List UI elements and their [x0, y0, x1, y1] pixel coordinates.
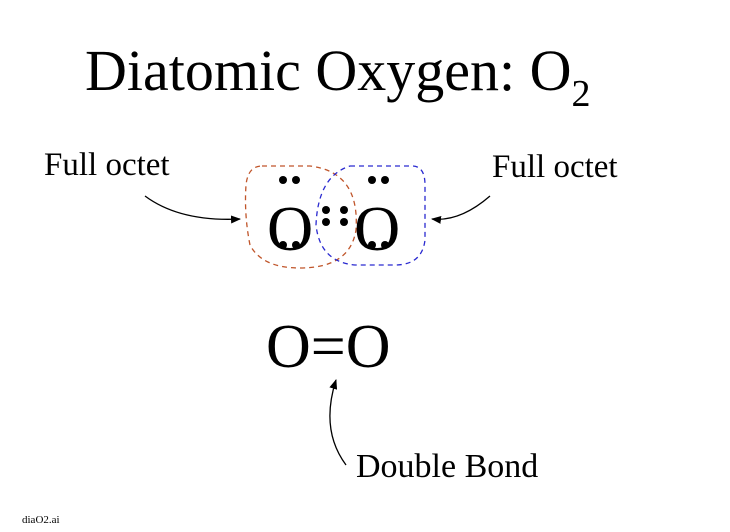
structural-formula: O=O [266, 313, 391, 381]
arrow-right [431, 195, 491, 224]
arrow-double-bond [329, 379, 347, 466]
lone-pair-dots [279, 176, 389, 249]
lewis-oxygen-right: O [354, 193, 400, 264]
arrow-left [144, 195, 241, 224]
lewis-oxygen-left: O [267, 193, 313, 264]
full-octet-label-left: Full octet [44, 147, 170, 183]
filename-label: diaO2.ai [22, 514, 60, 526]
octet-loop-left [244, 165, 357, 269]
shared-electron-dots [322, 206, 348, 226]
double-bond-label: Double Bond [356, 448, 538, 485]
full-octet-label-right: Full octet [492, 149, 618, 185]
title: Diatomic Oxygen: O2 [85, 38, 590, 115]
